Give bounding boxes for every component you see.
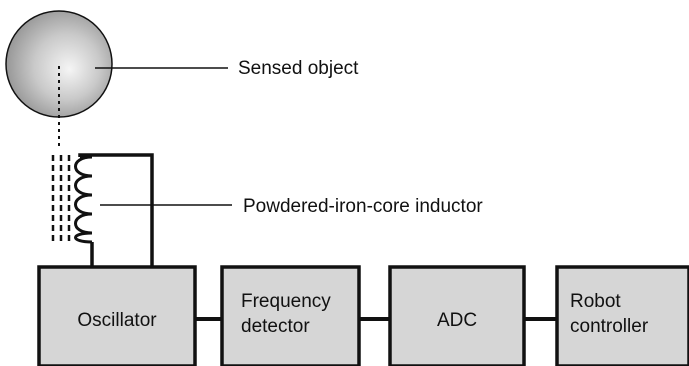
oscillator-block: Oscillator: [37, 265, 197, 366]
robot-label-line1: Robot: [570, 291, 621, 312]
robot-controller-block: Robot controller: [555, 265, 689, 366]
sensed-object-label: Sensed object: [238, 58, 359, 79]
adc-label: ADC: [437, 310, 477, 331]
frequency-label-line2: detector: [241, 316, 310, 337]
frequency-label-line1: Frequency: [241, 291, 331, 312]
coil-wire-right: [78, 153, 154, 267]
inductor-core: [51, 155, 71, 242]
inductor-label: Powdered-iron-core inductor: [243, 196, 483, 217]
robot-label-line2: controller: [570, 316, 649, 337]
oscillator-label: Oscillator: [77, 310, 157, 331]
adc-block: ADC: [388, 265, 526, 366]
frequency-detector-block: Frequency detector: [220, 265, 361, 366]
inductor-coil: [74, 155, 93, 244]
